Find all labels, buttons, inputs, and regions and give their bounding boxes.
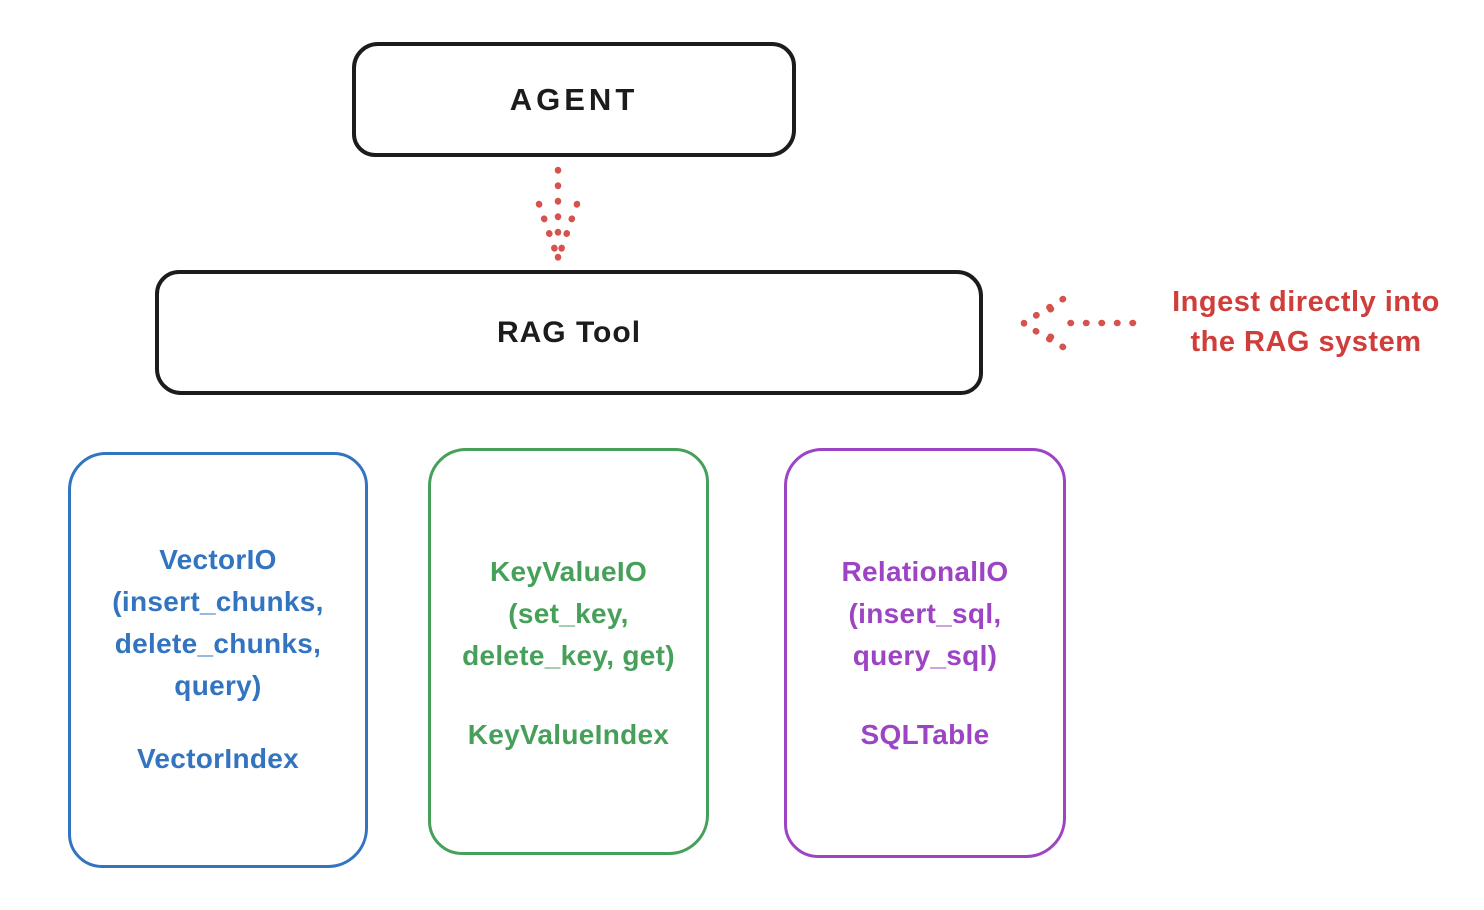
- keyvalue-io-label: KeyValueIO (set_key, delete_key, get): [462, 556, 675, 671]
- vector-io-label: VectorIO (insert_chunks, delete_chunks, …: [112, 544, 324, 701]
- vector-io-node: VectorIO (insert_chunks, delete_chunks, …: [68, 452, 368, 868]
- ingest-annotation-line1: Ingest directly into: [1172, 286, 1440, 318]
- rag-tool-label: RAG Tool: [496, 315, 642, 349]
- keyvalue-index-label: KeyValueIndex: [467, 719, 670, 750]
- relational-io-node: RelationalIO (insert_sql, query_sql) SQL…: [784, 448, 1066, 858]
- vector-index-label: VectorIndex: [136, 743, 300, 774]
- dotted-arrow-left-icon: [1020, 295, 1137, 351]
- dotted-arrow-down-icon: [535, 166, 581, 261]
- ingest-annotation-line2: the RAG system: [1190, 326, 1422, 358]
- keyvalue-io-node: KeyValueIO (set_key, delete_key, get) Ke…: [428, 448, 709, 855]
- agent-label: AGENT: [509, 81, 639, 117]
- agent-node: AGENT: [352, 42, 796, 157]
- sql-table-label: SQLTable: [860, 719, 990, 750]
- ingest-annotation: Ingest directly into the RAG system: [1138, 282, 1474, 362]
- relational-io-label: RelationalIO (insert_sql, query_sql): [841, 556, 1009, 671]
- rag-tool-node: RAG Tool: [155, 270, 983, 395]
